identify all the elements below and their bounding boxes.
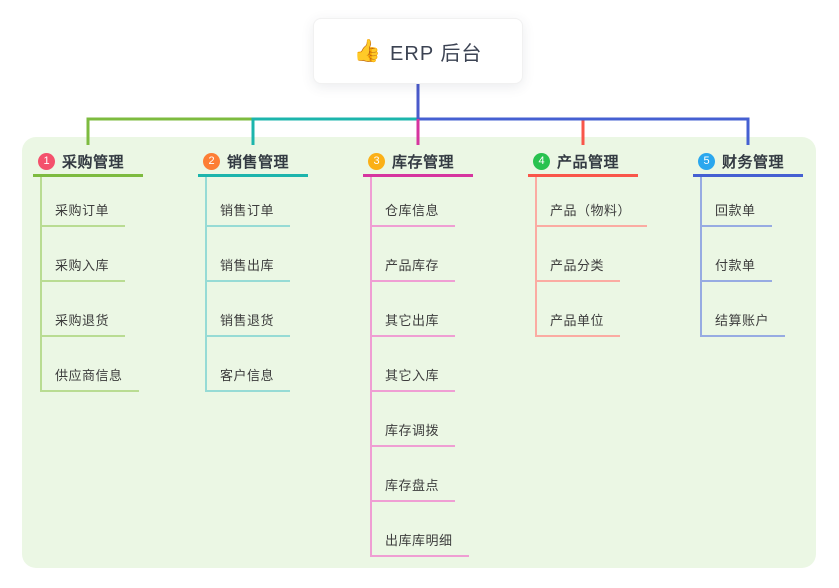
child-topic-label: 库存盘点 [385, 478, 440, 493]
child-topic-label: 采购入库 [55, 258, 110, 273]
branch-children-list: 仓库信息产品库存其它出库其它入库库存调拨库存盘点出库库明细 [370, 177, 469, 557]
child-topic[interactable]: 付款单 [702, 227, 772, 282]
child-topic[interactable]: 产品单位 [537, 282, 621, 337]
child-topic-label: 其它出库 [385, 313, 440, 328]
branch-column: 3 库存管理 仓库信息产品库存其它出库其它入库库存调拨库存盘点出库库明细 [363, 148, 523, 557]
branch-children-list: 销售订单销售出库销售退货客户信息 [205, 177, 291, 392]
child-topic[interactable]: 库存盘点 [372, 447, 456, 502]
branch-title-node[interactable]: 1 采购管理 [33, 148, 143, 177]
branch-column: 5 财务管理 回款单付款单结算账户 [693, 148, 839, 337]
child-topic[interactable]: 销售退货 [207, 282, 291, 337]
child-topic-label: 产品分类 [550, 258, 605, 273]
branch-children-list: 产品（物料） 产品分类产品单位 [535, 177, 648, 337]
branch-label: 产品管理 [557, 153, 620, 171]
child-topic[interactable]: 结算账户 [702, 282, 786, 337]
thumbs-up-icon: 👍 [353, 38, 382, 63]
child-topic-label: 供应商信息 [55, 368, 123, 383]
child-topic[interactable]: 仓库信息 [372, 177, 456, 227]
child-topic[interactable]: 采购入库 [42, 227, 126, 282]
child-topic[interactable]: 产品分类 [537, 227, 621, 282]
child-topic-label: 采购订单 [55, 203, 110, 218]
branch-label: 销售管理 [227, 153, 290, 171]
root-label: ERP 后台 [390, 42, 483, 65]
child-topic-label: 仓库信息 [385, 203, 440, 218]
child-topic-label: 结算账户 [715, 313, 770, 328]
child-topic-label: 出库库明细 [385, 533, 453, 548]
child-topic-label: 回款单 [715, 203, 756, 218]
child-topic-label: 产品库存 [385, 258, 440, 273]
branch-children-list: 回款单付款单结算账户 [700, 177, 786, 337]
child-topic[interactable]: 回款单 [702, 177, 772, 227]
child-topic-label: 销售退货 [220, 313, 275, 328]
child-topic-label: 产品（物料） [550, 203, 632, 218]
child-topic[interactable]: 销售出库 [207, 227, 291, 282]
child-topic[interactable]: 采购订单 [42, 177, 126, 227]
child-topic[interactable]: 产品（物料） [537, 177, 648, 227]
branch-title-node[interactable]: 3 库存管理 [363, 148, 473, 177]
child-topic[interactable]: 供应商信息 [42, 337, 139, 392]
child-topic-label: 其它入库 [385, 368, 440, 383]
branch-title-node[interactable]: 5 财务管理 [693, 148, 803, 177]
branch-label: 财务管理 [722, 153, 785, 171]
child-topic[interactable]: 其它入库 [372, 337, 456, 392]
child-topic[interactable]: 库存调拨 [372, 392, 456, 447]
branch-number-badge: 2 [203, 152, 220, 170]
branch-column: 4 产品管理 产品（物料） 产品分类产品单位 [528, 148, 688, 337]
root-node[interactable]: 👍 ERP 后台 [313, 18, 523, 84]
branch-children-list: 采购订单采购入库采购退货供应商信息 [40, 177, 139, 392]
child-topic[interactable]: 客户信息 [207, 337, 291, 392]
child-topic[interactable]: 其它出库 [372, 282, 456, 337]
branch-label: 库存管理 [392, 153, 455, 171]
child-topic-label: 产品单位 [550, 313, 605, 328]
child-topic[interactable]: 销售订单 [207, 177, 291, 227]
branch-number-badge: 1 [38, 152, 55, 170]
child-topic-label: 销售订单 [220, 203, 275, 218]
child-topic[interactable]: 采购退货 [42, 282, 126, 337]
child-topic[interactable]: 出库库明细 [372, 502, 469, 557]
child-topic-label: 付款单 [715, 258, 756, 273]
branch-label: 采购管理 [62, 153, 125, 171]
branch-number-badge: 5 [698, 152, 715, 170]
child-topic-label: 客户信息 [220, 368, 275, 383]
branch-column: 1 采购管理 采购订单采购入库采购退货供应商信息 [33, 148, 193, 392]
child-topic-label: 库存调拨 [385, 423, 440, 438]
branch-title-node[interactable]: 4 产品管理 [528, 148, 638, 177]
branch-title-node[interactable]: 2 销售管理 [198, 148, 308, 177]
child-topic-label: 销售出库 [220, 258, 275, 273]
mindmap-panel: 1 采购管理 采购订单采购入库采购退货供应商信息 2 销售管理 销售订单销售出库… [22, 137, 816, 568]
branch-column: 2 销售管理 销售订单销售出库销售退货客户信息 [198, 148, 358, 392]
branch-number-badge: 3 [368, 152, 385, 170]
child-topic-label: 采购退货 [55, 313, 110, 328]
branch-number-badge: 4 [533, 152, 550, 170]
child-topic[interactable]: 产品库存 [372, 227, 456, 282]
